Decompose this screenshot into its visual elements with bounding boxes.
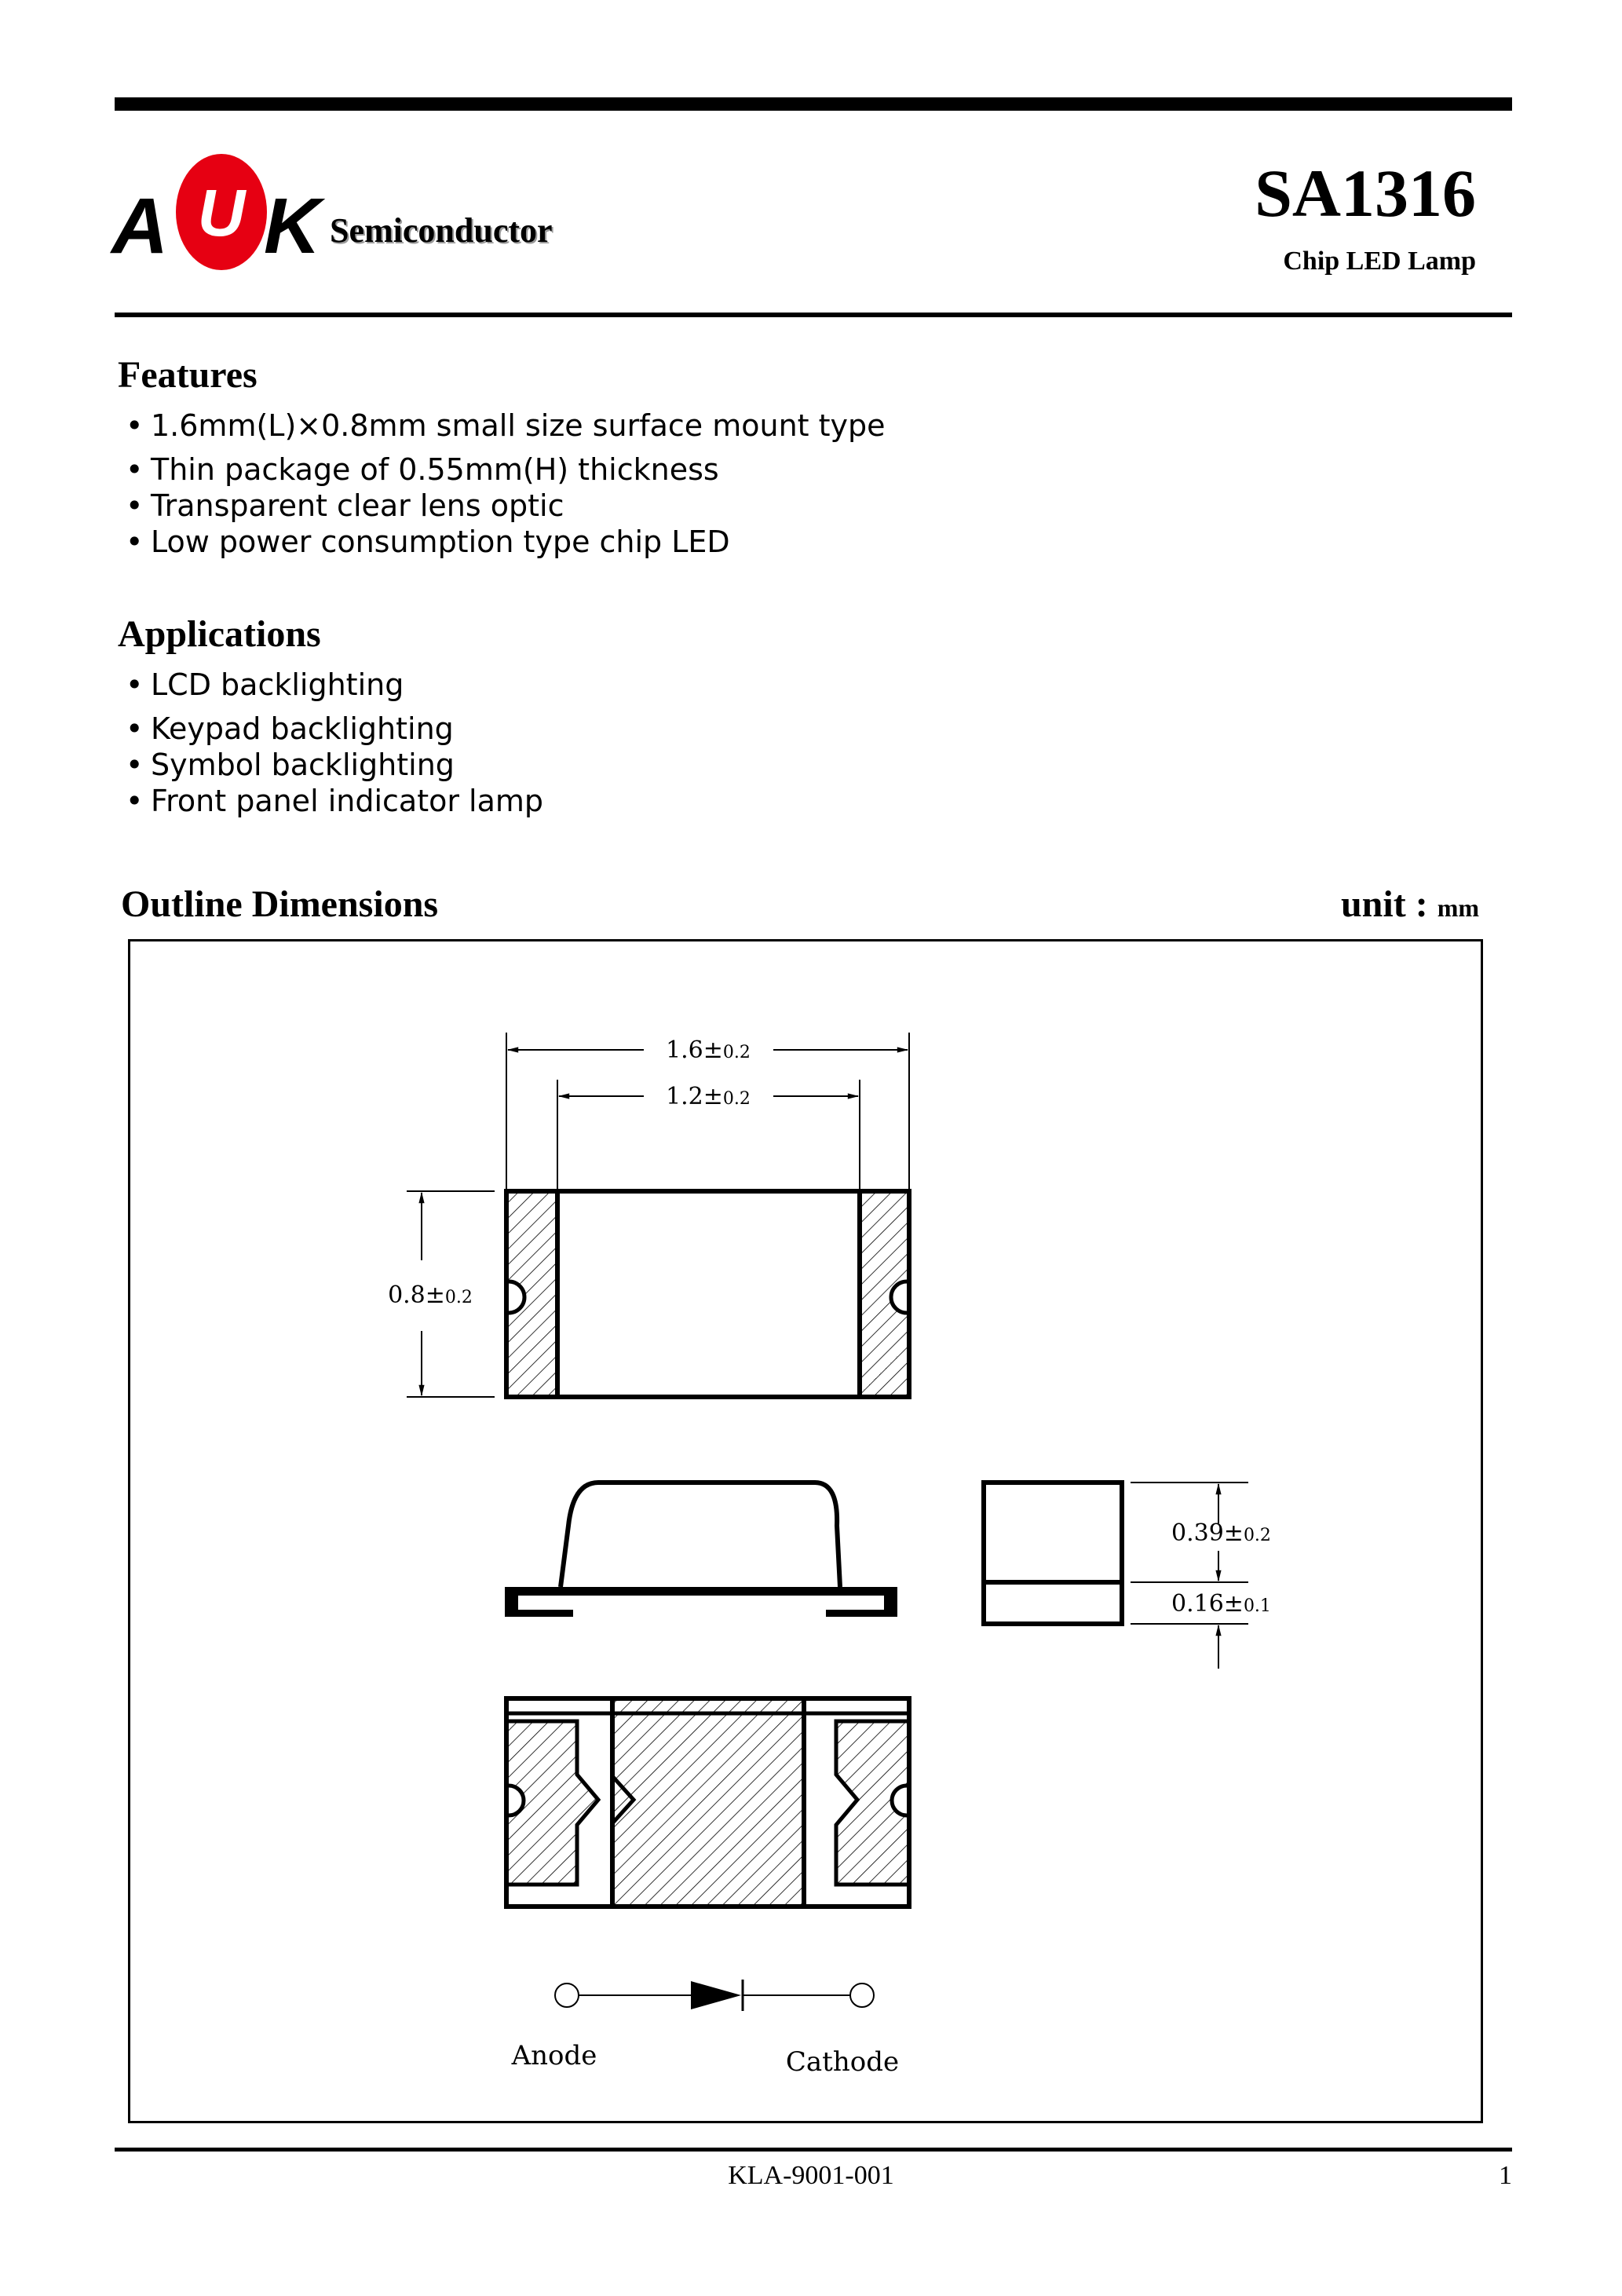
dim-overall-length: 1.6±0.2 bbox=[666, 1036, 751, 1064]
outline-heading: Outline Dimensions bbox=[121, 883, 439, 925]
applications-heading: Applications bbox=[118, 613, 321, 655]
feature-text: Transparent clear lens optic bbox=[151, 488, 564, 523]
unit-value: mm bbox=[1437, 894, 1479, 922]
features-heading: Features bbox=[118, 354, 258, 396]
document-code: KLA-9001-001 bbox=[728, 2161, 894, 2190]
list-item: •Keypad backlighting bbox=[126, 711, 454, 746]
dim-base-height: 0.16±0.1 bbox=[1171, 1590, 1271, 1618]
dim-width: 0.8±0.2 bbox=[388, 1281, 473, 1309]
logo-red-circle bbox=[176, 154, 267, 270]
dim-lens-height: 0.39±0.2 bbox=[1171, 1519, 1271, 1547]
end-view: 0.39±0.2 0.16±0.1 bbox=[981, 1480, 1271, 1669]
list-item: •1.6mm(L)×0.8mm small size surface mount… bbox=[126, 408, 886, 443]
list-item: •Transparent clear lens optic bbox=[126, 488, 564, 523]
header-top-rule bbox=[115, 97, 1512, 111]
application-text: LCD backlighting bbox=[151, 667, 404, 702]
logo-semiconductor-text: Semiconductor bbox=[330, 211, 553, 250]
part-number: SA1316 bbox=[1255, 155, 1476, 231]
anode-label: Anode bbox=[511, 2040, 597, 2071]
side-view bbox=[505, 1480, 897, 1617]
footer-rule bbox=[115, 2148, 1512, 2152]
outline-drawing-frame bbox=[128, 939, 1483, 2123]
list-item: •Thin package of 0.55mm(H) thickness bbox=[126, 452, 719, 487]
logo-letter-a: A bbox=[111, 182, 169, 270]
feature-text: 1.6mm(L)×0.8mm small size surface mount … bbox=[151, 408, 886, 443]
logo-letter-u: U bbox=[197, 176, 246, 250]
bottom-view bbox=[504, 1696, 911, 1909]
unit-label-text: unit : bbox=[1340, 883, 1428, 925]
list-item: •Front panel indicator lamp bbox=[126, 784, 544, 818]
feature-text: Thin package of 0.55mm(H) thickness bbox=[151, 452, 719, 487]
logo-letter-k: K bbox=[264, 182, 321, 270]
diode-symbol-icon: Anode Cathode bbox=[511, 1980, 899, 2078]
application-text: Symbol backlighting bbox=[151, 748, 455, 782]
list-item: •LCD backlighting bbox=[126, 667, 404, 702]
page-number: 1 bbox=[1499, 2161, 1512, 2190]
application-text: Keypad backlighting bbox=[151, 711, 454, 746]
header-bottom-rule bbox=[115, 313, 1512, 317]
dim-inner-length: 1.2±0.2 bbox=[666, 1083, 751, 1110]
cathode-label: Cathode bbox=[786, 2046, 899, 2078]
unit-label: unit : mm bbox=[1341, 883, 1479, 926]
list-item: •Symbol backlighting bbox=[126, 748, 455, 782]
application-text: Front panel indicator lamp bbox=[151, 784, 544, 818]
part-description: Chip LED Lamp bbox=[1283, 247, 1476, 276]
feature-text: Low power consumption type chip LED bbox=[151, 525, 730, 559]
top-view: 1.6±0.2 1.2±0.2 0.8±0.2 bbox=[388, 1033, 911, 1399]
list-item: •Low power consumption type chip LED bbox=[126, 525, 730, 559]
